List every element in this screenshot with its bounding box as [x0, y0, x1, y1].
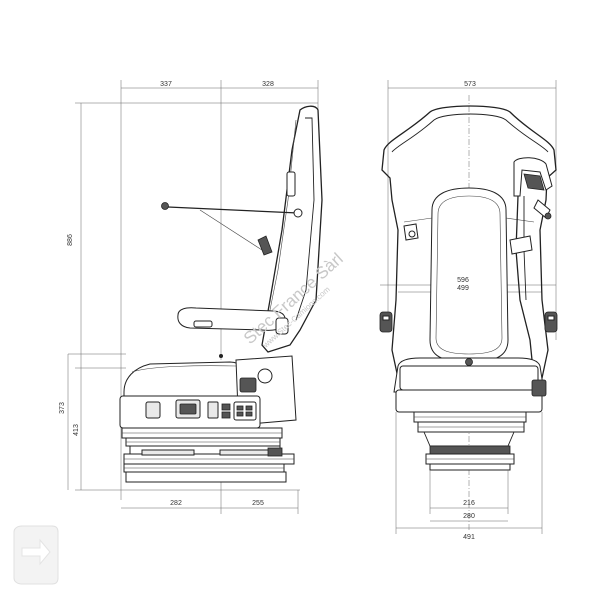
dim-side-top-right: 328: [262, 81, 274, 88]
dim-front-width-outer: 596: [457, 277, 469, 284]
dim-side-bottom-left: 282: [170, 500, 182, 507]
dim-side-height-seat: 413: [73, 424, 80, 436]
dim-front-width-inner: 499: [457, 285, 469, 292]
watermark-logo: [13, 525, 59, 585]
dim-side-top-left: 337: [160, 81, 172, 88]
dim-side-bottom-right: 255: [252, 500, 264, 507]
dim-front-base-total: 491: [463, 534, 475, 541]
dim-front-base-a: 216: [463, 500, 475, 507]
dim-side-height-base: 373: [59, 402, 66, 414]
side-view: [67, 80, 323, 514]
front-view: [379, 80, 558, 534]
dim-front-top-width: 573: [464, 81, 476, 88]
dim-side-height-total: 886: [67, 234, 74, 246]
watermark-company: Stec France Sàrl: [240, 249, 347, 348]
dim-front-base-b: 280: [463, 513, 475, 520]
